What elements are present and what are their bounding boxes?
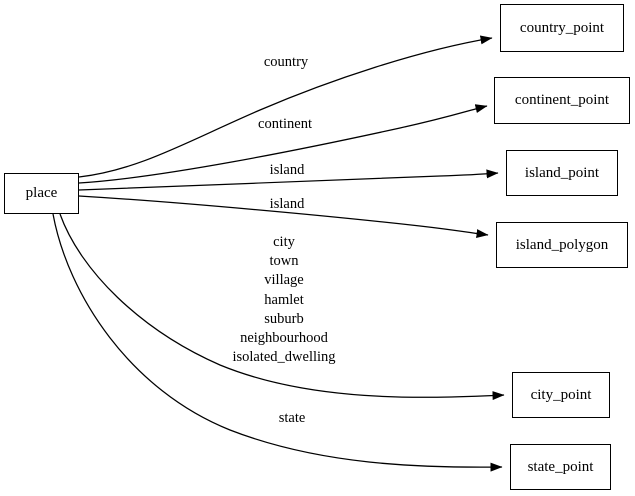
node-island-polygon-label: island_polygon: [515, 236, 609, 253]
node-island-point-label: island_point: [524, 164, 600, 181]
edge-place-state_point: [52, 213, 503, 472]
node-continent-point-label: continent_point: [514, 92, 610, 108]
node-island-polygon[interactable]: island_polygon: [496, 222, 628, 268]
node-country-point-label: country_point: [519, 19, 605, 36]
edge-label-island-point: island: [269, 162, 305, 178]
edge-place-island_point: [78, 169, 499, 191]
node-continent-point[interactable]: continent_point: [494, 77, 630, 124]
edge-place-continent_point: [78, 104, 488, 184]
edge-label-continent: continent: [258, 116, 312, 132]
node-island-point[interactable]: island_point: [506, 150, 618, 196]
edge-place-city_point: [59, 213, 505, 401]
node-country-point[interactable]: country_point: [500, 4, 624, 52]
node-place-label: place: [25, 185, 58, 201]
edge-label-island-polygon: island: [269, 196, 305, 212]
node-place[interactable]: place: [4, 173, 79, 214]
node-city-point-label: city_point: [530, 386, 592, 403]
node-state-point-label: state_point: [527, 458, 594, 475]
node-city-point[interactable]: city_point: [512, 372, 610, 418]
edge-label-city-group: city town village hamlet suburb neighbou…: [232, 234, 336, 366]
edge-place-country_point: [78, 35, 493, 178]
edge-label-state: state: [278, 410, 306, 426]
edge-place-island_polygon: [78, 195, 489, 239]
edge-label-country: country: [263, 54, 309, 70]
node-state-point[interactable]: state_point: [510, 444, 611, 490]
